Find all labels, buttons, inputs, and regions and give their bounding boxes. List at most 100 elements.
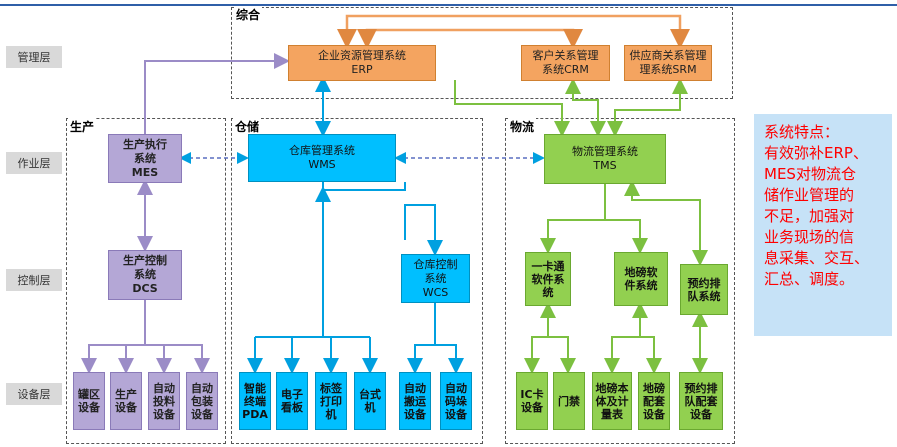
region-cangchu [231,118,483,444]
note-line-6: 业务现场的信 [764,228,855,246]
device-auto-pack: 自动包装设备 [186,372,218,430]
device-eboard-l2: 看板 [281,401,303,414]
device-auto-stack-l3: 设备 [445,407,467,421]
card-line2: 软件系 [531,272,565,286]
device-weighbridge-l1: 地磅本 [595,381,629,395]
device-label-printer-l1: 标签 [320,381,342,395]
note-line-1: 系统特点： [764,123,840,141]
device-ic-card-l2: 设备 [520,401,543,414]
device-auto-carry-l3: 设备 [404,407,426,421]
layer-label-ctrl: 控制层 [6,269,62,291]
region-label-wuliu: 物流 [508,118,537,135]
device-gate-l1: 门禁 [558,394,580,408]
wcs-line3: WCS [422,285,449,299]
weigh-line1: 地磅软 [624,266,658,279]
device-production: 生产设备 [110,372,142,430]
weigh-line2: 件系统 [624,279,658,292]
device-auto-carry: 自动搬运设备 [399,372,431,430]
card-system-box: 一卡通软件系统 [525,252,571,306]
device-auto-feed-l2: 投料 [153,394,175,408]
card-line1: 一卡通 [531,259,565,273]
device-auto-stack-l1: 自动 [445,381,467,395]
device-desktop: 台式机 [354,372,386,430]
feature-note: 系统特点： 有效弥补ERP、 MES对物流仓 储作业管理的 不足，加强对 业务现… [754,114,892,336]
note-line-8: 汇总、调度。 [764,270,855,288]
dcs-line1: 生产控制 [123,254,167,267]
note-line-4: 储作业管理的 [764,186,855,204]
region-label-zonghe: 综合 [234,6,263,23]
device-auto-stack-l2: 码垛 [445,394,467,408]
device-auto-stack: 自动码垛设备 [440,372,472,430]
device-gate: 门禁 [553,372,585,430]
device-pda-l3: PDA [242,407,268,421]
crm-box: 客户关系管理系统CRM [521,45,610,81]
layer-label-ops: 作业层 [6,152,62,174]
device-auto-feed-l3: 设备 [153,407,175,421]
tms-line2: TMS [593,159,617,172]
region-zonghe [231,7,733,99]
device-auto-carry-l2: 搬运 [404,394,426,408]
queue-line1: 预约排 [687,276,721,290]
device-ic-card-l1: IC卡 [520,388,544,401]
device-production-l1: 生产 [115,388,137,401]
device-queue-support-l1: 预约排 [684,381,718,395]
mes-line2: 系统 [134,151,156,165]
dcs-line3: DCS [132,282,158,295]
layer-label-dev: 设备层 [6,383,62,405]
device-ic-card: IC卡设备 [516,372,548,430]
device-eboard: 电子看板 [276,372,308,430]
crm-line1: 客户关系管理 [532,49,599,62]
device-production-l2: 设备 [115,401,137,414]
note-line-5: 不足，加强对 [764,207,855,225]
queue-system-box: 预约排队系统 [680,264,728,315]
device-auto-carry-l1: 自动 [404,381,426,395]
note-line-7: 息采集、交互、 [764,249,870,267]
wms-line2: WMS [308,158,336,171]
device-auto-feed-l1: 自动 [153,381,175,395]
device-tank-l2: 设备 [78,401,100,414]
device-tank: 罐区设备 [73,372,105,430]
device-auto-pack-l3: 设备 [191,407,213,421]
mes-line1: 生产执行 [123,137,167,151]
wcs-line2: 系统 [424,271,447,285]
device-weighbridge: 地磅本体及计量表 [592,372,632,430]
device-weighbridge-l2: 体及计 [595,394,629,408]
device-auto-pack-l1: 自动 [191,381,213,395]
tms-line1: 物流管理系统 [572,145,638,158]
device-auto-pack-l2: 包装 [191,394,213,408]
device-pda-l2: 终端 [244,394,266,408]
device-desktop-l2: 机 [364,401,376,414]
device-weighbridge-support-l3: 设备 [643,407,665,421]
erp-line2: ERP [351,63,373,76]
top-rule [0,4,897,6]
device-label-printer: 标签打印机 [315,372,347,430]
note-line-2: 有效弥补ERP、 [764,144,868,162]
note-line-3: MES对物流仓 [764,165,856,183]
crm-line2: 系统CRM [542,63,589,76]
device-tank-l1: 罐区 [78,388,100,401]
region-label-cangchu: 仓储 [233,118,262,135]
card-line3: 统 [542,285,554,299]
device-eboard-l1: 电子 [281,388,303,401]
weigh-system-box: 地磅软件系统 [614,252,668,306]
layer-label-mgmt: 管理层 [6,46,62,68]
device-desktop-l1: 台式 [359,388,381,401]
device-pda-l1: 智能 [244,381,266,395]
region-label-shengchan: 生产 [68,118,97,135]
srm-box: 供应商关系管理理系统SRM [624,45,712,81]
wcs-line1: 仓库控制 [413,257,458,271]
device-queue-support-l3: 设备 [690,407,712,421]
device-queue-support-l2: 队配套 [684,394,718,408]
queue-line2: 队系统 [687,289,721,303]
erp-line1: 企业资源管理系统 [318,49,406,62]
device-auto-feed: 自动投料设备 [148,372,180,430]
device-weighbridge-l3: 量表 [601,407,623,421]
device-queue-support: 预约排队配套设备 [679,372,723,430]
